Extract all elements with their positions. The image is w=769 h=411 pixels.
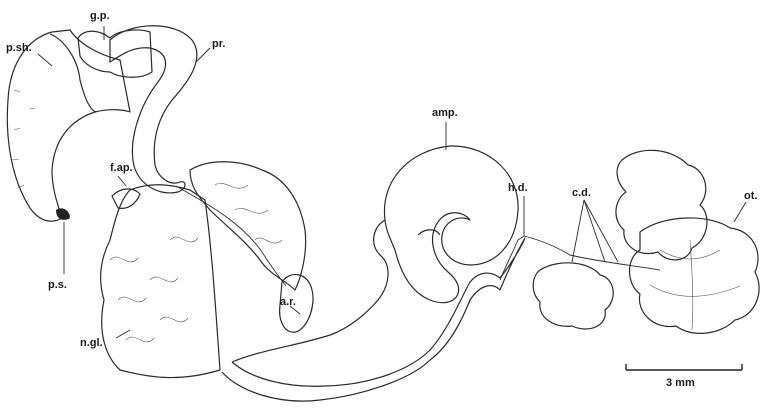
- label-oviduct-aperture: f.ap.: [110, 163, 133, 174]
- label-penial-stylet: p.s.: [48, 280, 67, 291]
- label-hermaphrodite-duct: h.d.: [508, 183, 528, 194]
- scale-bar: [626, 364, 742, 370]
- ampulla: [384, 146, 518, 303]
- oviduct: [222, 238, 525, 401]
- label-ampulla: amp.: [432, 108, 458, 119]
- ovotestis: [616, 150, 759, 333]
- glans-penis: [78, 30, 152, 77]
- ovotestis-small: [533, 263, 613, 329]
- label-accessory-receptacle: a.r.: [280, 297, 296, 308]
- label-glans-penis: g.p.: [90, 11, 110, 22]
- label-ovotestis: ot.: [744, 191, 757, 202]
- penis-sheath-folds: [12, 90, 35, 188]
- hermaphrodite-duct: [500, 236, 660, 280]
- label-carrefour-duct: c.d.: [572, 188, 591, 199]
- penis-sheath: [7, 30, 130, 221]
- label-penis-sheath: p.sh.: [6, 43, 32, 54]
- nidamental-gland: [101, 185, 220, 378]
- oviduct-aperture: [112, 189, 140, 208]
- penial-stylet: [56, 208, 70, 220]
- label-nidamental-gland: n.gl.: [80, 338, 103, 349]
- label-prostate: pr.: [212, 39, 225, 50]
- scale-bar-label: 3 mm: [666, 378, 695, 389]
- accessory-gland: [190, 162, 306, 290]
